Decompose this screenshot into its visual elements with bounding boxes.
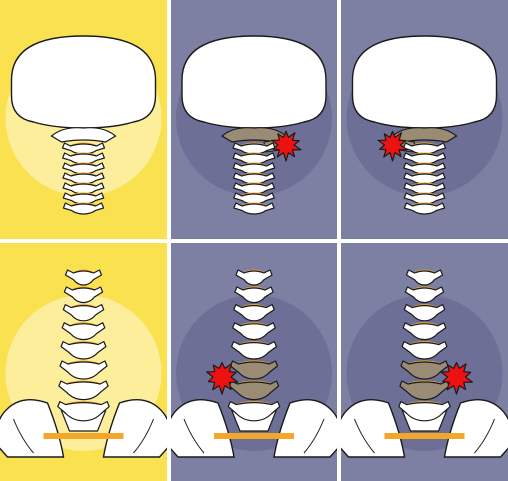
sacral-joint: [214, 433, 294, 439]
neck-illustration: [5, 35, 162, 215]
lumbar-vertebra: [227, 401, 281, 422]
lower-back-illustration: [171, 269, 337, 458]
neck-illustration: [176, 35, 332, 215]
panel-neck-normal: [0, 0, 167, 239]
cervical-vertebra: [403, 192, 446, 205]
cervical-vertebra: [62, 202, 105, 215]
lumbar-vertebra: [234, 286, 274, 304]
skull: [181, 35, 327, 129]
lumbar-spine: [398, 269, 451, 422]
sacral-joint: [384, 433, 465, 439]
cervical-spine: [61, 142, 106, 215]
lumbar-spine: [227, 269, 281, 422]
panel-neck-pain-right: [171, 0, 337, 239]
lumbar-vertebra: [64, 269, 103, 286]
skull: [351, 35, 498, 129]
panel-lowback-pain-left: [171, 243, 337, 481]
panel-lowback-normal: [0, 243, 167, 481]
cervical-spine: [232, 142, 276, 215]
lumbar-vertebra: [60, 341, 107, 360]
pain-burst-icon: [270, 130, 302, 162]
sacral-joint: [43, 433, 124, 439]
cervical-vertebra: [62, 162, 105, 175]
cervical-spine: [402, 142, 447, 215]
pain-burst-icon: [377, 130, 408, 162]
cervical-vertebra: [233, 202, 275, 215]
panel-lowback-pain-right: [341, 243, 508, 481]
lower-back-anatomy: [171, 269, 337, 458]
cervical-vertebra: [232, 152, 276, 165]
lumbar-vertebra: [398, 401, 451, 422]
lumbar-vertebra: [399, 380, 450, 401]
lumbar-vertebra: [58, 380, 109, 401]
lumbar-vertebra: [401, 341, 448, 360]
cervical-vertebra: [232, 142, 276, 155]
lumbar-vertebra: [229, 360, 279, 380]
lumbar-vertebra: [405, 269, 444, 286]
pain-burst-icon: [205, 361, 239, 395]
cervical-vertebra: [62, 172, 105, 185]
cervical-vertebra: [403, 172, 446, 185]
cervical-vertebra: [62, 152, 105, 165]
cervical-vertebra: [62, 192, 105, 205]
lumbar-spine: [57, 269, 110, 422]
neck-anatomy: [10, 35, 157, 215]
atlas-vertebra: [391, 127, 458, 143]
neck-illustration: [346, 35, 503, 215]
lower-back-illustration: [0, 269, 167, 458]
cervical-vertebra: [233, 182, 275, 195]
skull: [10, 35, 157, 129]
cervical-vertebra: [403, 182, 446, 195]
lumbar-vertebra: [403, 304, 446, 322]
lower-back-anatomy: [0, 269, 167, 458]
lumbar-vertebra: [404, 286, 445, 304]
lumbar-vertebra: [231, 341, 277, 360]
cervical-vertebra: [402, 142, 447, 155]
panel-neck-pain-left: [341, 0, 508, 239]
cervical-vertebra: [232, 172, 276, 185]
pain-burst-icon: [440, 361, 473, 395]
cervical-vertebra: [403, 162, 446, 175]
lumbar-vertebra: [400, 360, 449, 380]
cervical-vertebra: [62, 182, 105, 195]
neck-anatomy: [181, 35, 327, 215]
lumbar-vertebra: [228, 380, 280, 401]
lumbar-vertebra: [59, 360, 108, 380]
cervical-vertebra: [403, 202, 446, 215]
lower-back-anatomy: [341, 269, 508, 458]
lumbar-vertebra: [62, 304, 105, 322]
atlas-vertebra: [220, 127, 288, 143]
lumbar-vertebra: [235, 269, 273, 286]
cervical-vertebra: [233, 192, 275, 205]
lumbar-vertebra: [402, 322, 447, 341]
cervical-vertebra: [232, 162, 276, 175]
lumbar-vertebra: [61, 322, 106, 341]
lumbar-vertebra: [233, 304, 275, 322]
cervical-vertebra: [403, 152, 446, 165]
lower-back-illustration: [341, 269, 508, 458]
atlas-vertebra: [50, 127, 117, 143]
lumbar-vertebra: [63, 286, 104, 304]
neck-anatomy: [351, 35, 498, 215]
lumbar-vertebra: [232, 322, 276, 341]
lumbar-vertebra: [57, 401, 110, 422]
cervical-vertebra: [61, 142, 106, 155]
